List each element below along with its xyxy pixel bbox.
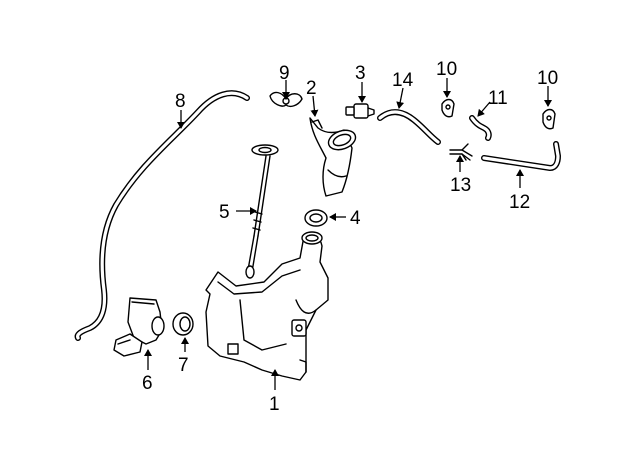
callout-12: 12 [509,192,530,213]
leader-lines [144,78,552,390]
part-13-tee [449,143,473,161]
part-8-washer-hose [74,90,250,341]
part-10-nozzle-left [441,98,455,118]
part-1-reservoir [205,231,329,381]
part-4-seal [304,209,328,227]
callout-8: 8 [175,91,186,112]
callout-3: 3 [355,63,366,84]
callout-7: 7 [178,355,189,376]
part-10-nozzle-right [542,108,556,130]
part-7-grommet [172,312,194,336]
part-12-hose [481,141,561,171]
callout-13: 13 [450,175,471,196]
callout-6: 6 [142,373,153,394]
callout-10-right: 10 [537,68,558,89]
callout-4: 4 [350,208,361,229]
callout-labels: 1 2 3 4 5 6 7 8 9 10 10 11 12 13 14 [142,59,558,415]
callout-9: 9 [279,63,290,84]
part-11-hose-elbow [469,115,492,141]
part-14-hose [377,109,441,145]
part-3-connector [345,103,375,119]
callout-5: 5 [219,202,230,223]
part-6-washer-pump [113,297,165,357]
callout-14: 14 [392,70,414,91]
callout-2: 2 [306,78,317,99]
part-2-filler-neck [309,117,357,197]
callout-1: 1 [269,394,280,415]
callout-11: 11 [488,88,508,109]
callout-10-left: 10 [436,59,457,80]
